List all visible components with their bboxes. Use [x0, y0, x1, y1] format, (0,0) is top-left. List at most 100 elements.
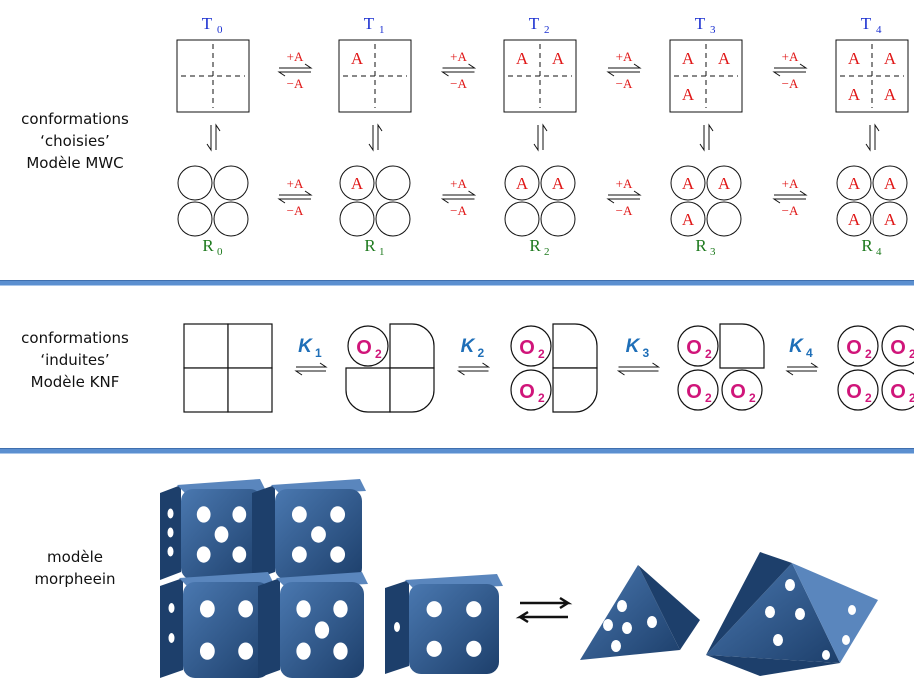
reverse-arrow: [787, 371, 817, 375]
plus-ligand-label: +A: [450, 176, 467, 191]
die-pip: [466, 641, 481, 657]
o2-label: O: [686, 381, 702, 403]
r-state-subscript: 2: [544, 246, 550, 258]
t-ligand: A: [351, 49, 364, 68]
die-pip: [197, 546, 211, 562]
subunit-induced-shape: [390, 324, 434, 368]
o2-label: O: [356, 337, 372, 359]
die-pip: [292, 546, 307, 562]
r-state-subscript: 3: [710, 246, 716, 258]
die-pip: [333, 642, 347, 659]
mwc-column: T1AAR1: [339, 14, 411, 258]
tetrahedron-die: [580, 565, 700, 660]
r-ligand: A: [682, 174, 695, 193]
forward-arrow: [279, 191, 311, 195]
reverse-arrow: [296, 371, 326, 375]
t-equilibrium: +A−A: [279, 49, 311, 91]
die-pip: [292, 506, 307, 522]
t-state-label: T: [861, 14, 872, 33]
r-state-label: R: [364, 236, 376, 255]
knf-state: O2O2: [511, 324, 597, 412]
o2-subscript: 2: [865, 391, 872, 405]
t-state-subscript: 1: [379, 24, 385, 36]
r-ligand: A: [848, 174, 861, 193]
t-equilibrium: +A −A: [608, 49, 640, 91]
reverse-arrow: [619, 371, 659, 375]
die-side-pip: [169, 603, 175, 613]
plus-ligand-label: +A: [782, 176, 799, 191]
die-pip: [238, 642, 253, 659]
plus-ligand-label: +A: [782, 49, 799, 64]
forward-arrow: [279, 64, 311, 68]
r-ligand: A: [682, 210, 695, 229]
t-ligand: A: [552, 49, 565, 68]
t-state-label: T: [695, 14, 706, 33]
reverse-arrow: [520, 612, 568, 622]
o2-label: O: [890, 337, 906, 359]
r-ligand: A: [884, 210, 897, 229]
die-pip: [848, 605, 856, 615]
t-ligand: A: [682, 49, 695, 68]
forward-arrow: [443, 64, 475, 68]
t-ligand: A: [848, 85, 861, 104]
die-pip: [765, 606, 775, 618]
die-pip: [842, 635, 850, 645]
k-constant-subscript: 1: [315, 346, 322, 360]
vertical-arrow-down: [369, 125, 373, 150]
vertical-arrow-up: [378, 125, 382, 150]
t-state-label: T: [364, 14, 375, 33]
vertical-arrow-down: [207, 125, 211, 150]
minus-ligand-label: −A: [616, 76, 633, 91]
plus-ligand-label: +A: [287, 49, 304, 64]
knf-state: [184, 324, 272, 412]
minus-ligand-label: −A: [450, 76, 467, 91]
knf-equilibrium: K3: [619, 336, 659, 375]
vertical-arrow-down: [534, 125, 538, 150]
r-ligand: A: [848, 210, 861, 229]
die-pip: [822, 650, 830, 660]
morpheein-equilibrium: [520, 598, 568, 622]
minus-ligand-label: −A: [782, 203, 799, 218]
o2-label: O: [730, 381, 746, 403]
die-pip: [232, 506, 246, 522]
subunit-induced-shape: [553, 324, 597, 368]
r-ligand: A: [351, 174, 364, 193]
die-pip: [603, 619, 613, 631]
subunit-square: [184, 324, 228, 368]
t-ligand: A: [848, 49, 861, 68]
r-subunit-circle: [505, 202, 539, 236]
o2-label: O: [846, 381, 862, 403]
o2-subscript: 2: [705, 391, 712, 405]
r-equilibrium: +A−A: [279, 176, 311, 218]
o2-subscript: 2: [865, 347, 872, 361]
t-ligand: A: [718, 49, 731, 68]
die-pip: [785, 579, 795, 591]
k-constant-label: K: [626, 336, 641, 357]
vertical-arrow-up: [543, 125, 547, 150]
o2-subscript: 2: [909, 391, 914, 405]
r-ligand: A: [718, 174, 731, 193]
die-front-face: [409, 584, 499, 674]
k-constant-subscript: 4: [806, 346, 813, 360]
t-equilibrium: +A−A: [774, 49, 806, 91]
t-state-subscript: 0: [217, 24, 223, 36]
die-pip: [611, 640, 621, 652]
reverse-arrow: [459, 371, 489, 375]
t-ligand: A: [682, 85, 695, 104]
r-state-label: R: [861, 236, 873, 255]
die-side-pip: [168, 528, 174, 538]
k-constant-label: K: [789, 336, 804, 357]
die-pip: [296, 600, 310, 617]
mwc-column: T2AAAAR2: [504, 14, 576, 258]
r-subunit-circle: [707, 202, 741, 236]
r-equilibrium: +A −A: [774, 176, 806, 218]
plus-ligand-label: +A: [616, 49, 633, 64]
die-single: [385, 574, 503, 674]
r-subunit-circle: [376, 166, 410, 200]
die-side-face: [252, 485, 275, 580]
r-subunit-circle: [178, 202, 212, 236]
